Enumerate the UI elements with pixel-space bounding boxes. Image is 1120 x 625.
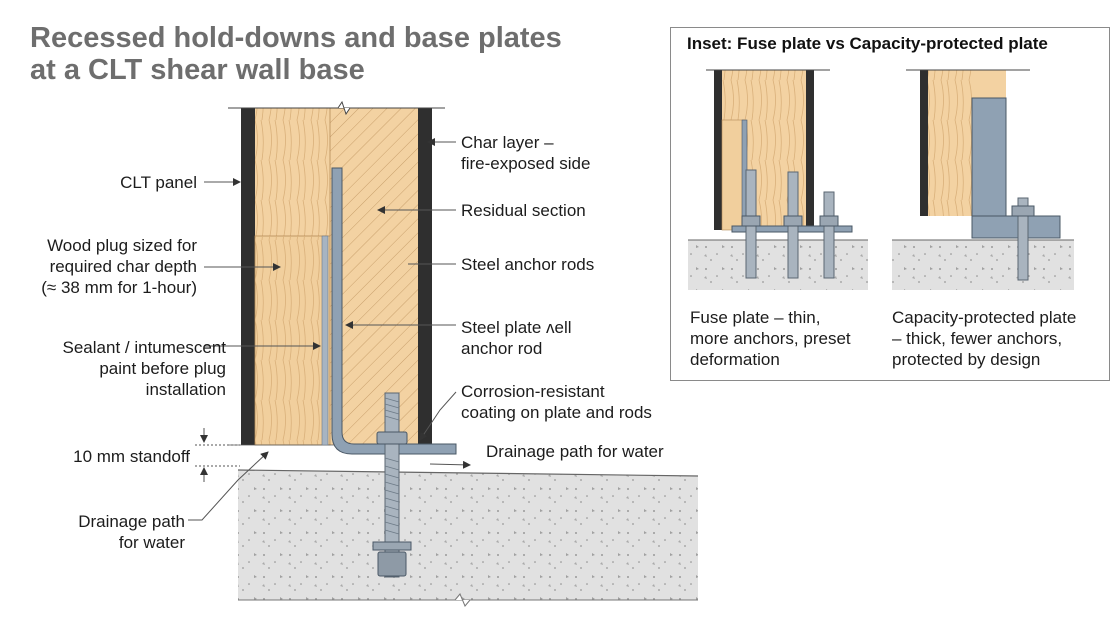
label-wood-plug: Wood plug sized for required char depth …: [41, 235, 197, 298]
label-steel-anchor-rods: Steel anchor rods: [461, 255, 595, 274]
label-steel-plate-line-2: anchor rod: [461, 339, 543, 358]
steel-plate: [321, 167, 457, 455]
label-wood-plug-line-3: (≈ 38 mm for 1-hour): [41, 278, 197, 297]
char-layer-left: [241, 108, 255, 445]
label-steel-plate-line-1: Steel plate ʌell: [461, 318, 572, 337]
label-wood-plug-line-2: required char depth: [49, 257, 197, 276]
nut-bottom: [377, 551, 407, 577]
concrete-foundation: [237, 469, 699, 607]
label-coating: Corrosion-resistant coating on plate and…: [461, 381, 652, 423]
inset-fuse-plate: [688, 69, 868, 290]
label-drainage-right: Drainage path for water: [486, 442, 664, 461]
inset-fuse-caption-line-1: Fuse plate – thin,: [690, 308, 821, 327]
inset-fuse-caption: Fuse plate – thin, more anchors, preset …: [690, 307, 851, 370]
label-coating-line-1: Corrosion-resistant: [461, 382, 605, 401]
inset-panel: [670, 27, 1110, 381]
label-steel-plate: Steel plate ʌell anchor rod: [461, 317, 572, 359]
label-sealant: Sealant / intumescent paint before plug …: [63, 337, 226, 400]
title-line-2: at a CLT shear wall base: [30, 54, 365, 86]
char-layer-right: [418, 108, 432, 445]
sealant-layer: [321, 235, 329, 446]
label-drainage-left-line-2: for water: [118, 533, 185, 552]
label-sealant-line-1: Sealant / intumescent: [62, 338, 226, 357]
label-char-layer-line-1: Char layer –: [461, 133, 554, 152]
inset-capacity-caption-line-1: Capacity-protected plate: [892, 308, 1077, 327]
label-drainage-left: Drainage path for water: [78, 511, 185, 553]
label-char-layer: Char layer – fire-exposed side: [461, 132, 590, 174]
label-sealant-line-3: installation: [145, 380, 226, 399]
inset-capacity-caption-line-3: protected by design: [892, 350, 1041, 369]
inset-capacity-caption-line-2: – thick, fewer anchors,: [892, 329, 1063, 348]
label-drainage-left-line-1: Drainage path: [78, 512, 185, 531]
title-line-1: Recessed hold-downs and base plates: [30, 22, 562, 54]
label-wood-plug-line-1: Wood plug sized for: [47, 236, 197, 255]
label-char-layer-line-2: fire-exposed side: [461, 154, 591, 173]
diagram-title: Recessed hold-downs and base plates at a…: [30, 22, 562, 86]
inset-fuse-caption-line-2: more anchors, preset: [690, 329, 851, 348]
inset-title: Inset: Fuse plate vs Capacity-protected …: [687, 34, 1048, 53]
leader-lines: [188, 138, 471, 521]
clt-wall: [228, 100, 445, 446]
nut-top: [376, 431, 408, 445]
label-clt-panel: CLT panel: [120, 173, 197, 192]
inset-fuse-caption-line-3: deformation: [690, 350, 780, 369]
washer-bottom: [372, 541, 412, 551]
label-residual-section: Residual section: [461, 201, 586, 220]
label-coating-line-2: coating on plate and rods: [461, 403, 652, 422]
anchor-rod: [372, 392, 412, 578]
label-sealant-line-2: paint before plug: [99, 359, 226, 378]
inset-capacity-caption: Capacity-protected plate – thick, fewer …: [892, 307, 1076, 370]
inset-capacity-plate: [892, 69, 1074, 290]
label-standoff: 10 mm standoff: [73, 447, 190, 466]
